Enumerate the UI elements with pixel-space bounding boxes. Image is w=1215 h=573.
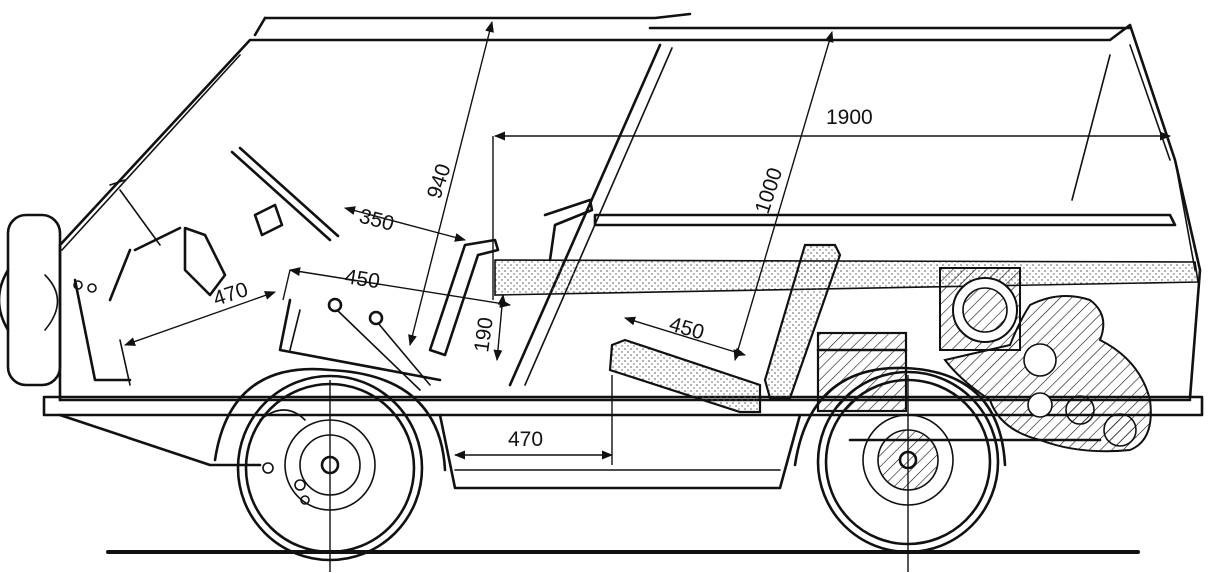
dim-940-label: 940 bbox=[423, 161, 456, 201]
dim-470-front-label: 470 bbox=[210, 278, 250, 311]
pedals bbox=[73, 278, 132, 386]
dim-350-label: 350 bbox=[357, 205, 397, 236]
engine-unit bbox=[939, 267, 1152, 453]
dim-190-label: 190 bbox=[470, 316, 498, 354]
side-rail bbox=[593, 213, 1177, 227]
dimension-lines bbox=[123, 20, 1172, 572]
chassis-frame bbox=[42, 395, 1204, 490]
side-panel-band bbox=[494, 259, 1199, 296]
dim-1900-label: 1900 bbox=[826, 106, 873, 129]
dim-450-seat-label: 450 bbox=[667, 313, 707, 345]
windscreen-frame bbox=[61, 43, 673, 387]
dim-1000-label: 1000 bbox=[751, 165, 787, 217]
dim-450-upper-label: 450 bbox=[343, 265, 381, 293]
spare-wheel bbox=[0, 213, 62, 387]
steering-wheel bbox=[108, 146, 340, 302]
dim-470-floor-label: 470 bbox=[508, 428, 543, 451]
